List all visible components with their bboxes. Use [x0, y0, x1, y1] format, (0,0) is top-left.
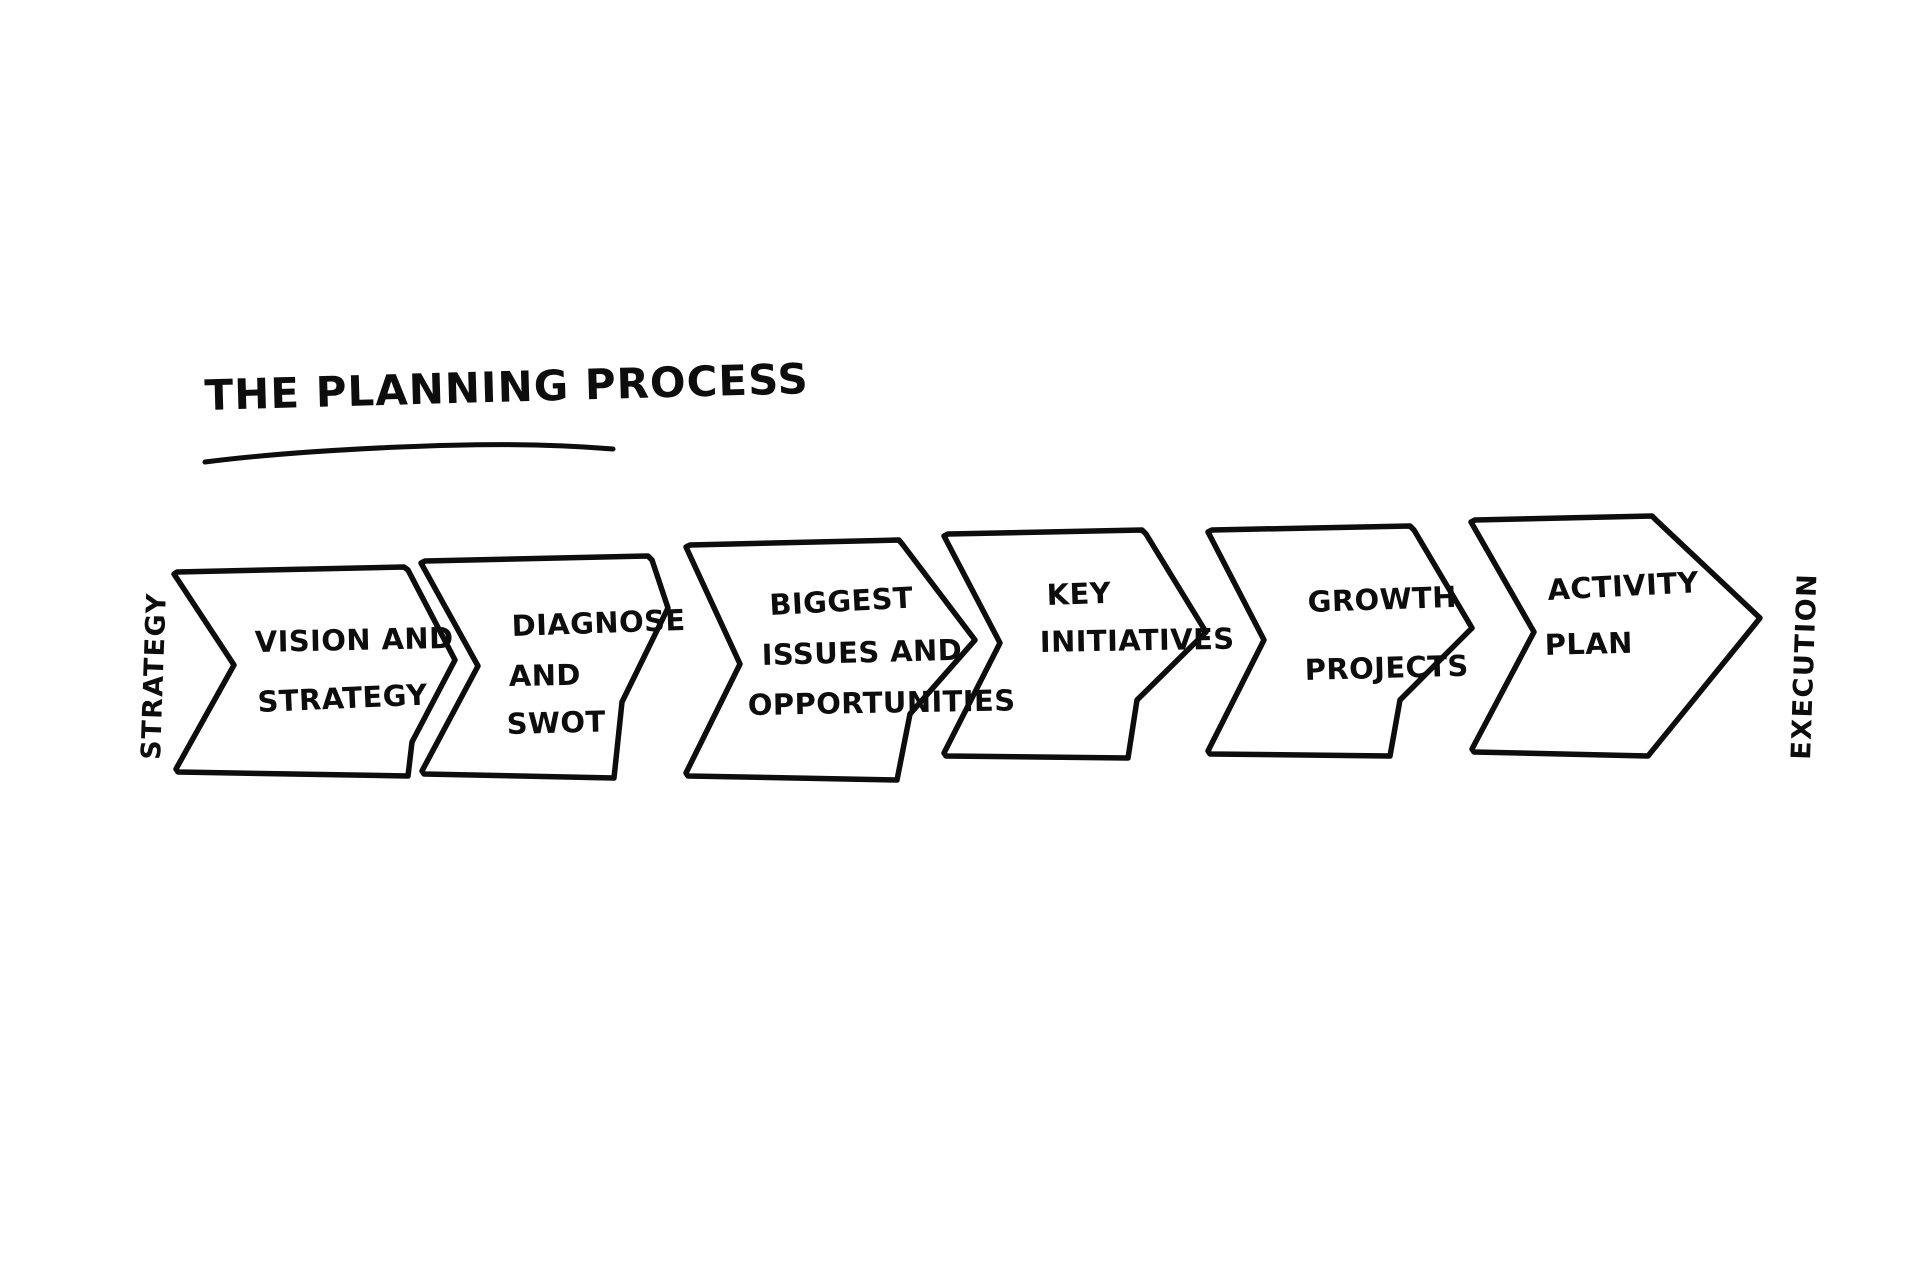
process-step-activity-plan[interactable]: ACTIVITY PLAN [1468, 513, 1763, 759]
step-5-line-2: PROJECTS [1304, 649, 1469, 687]
step-3-line-2: ISSUES AND [761, 633, 962, 672]
chevron-shape-5 [1205, 523, 1475, 759]
step-3-line-1: BIGGEST [769, 581, 914, 622]
chevron-shape-2 [418, 553, 671, 781]
step-2-line-2: AND [509, 658, 582, 693]
process-step-key-initiatives[interactable]: KEY INITIATIVES [941, 527, 1235, 761]
step-2-line-3: SWOT [506, 704, 606, 741]
title-underline [202, 442, 616, 465]
step-4-line-2: INITIATIVES [1040, 622, 1235, 659]
step-1-line-2: STRATEGY [257, 678, 429, 719]
step-2-line-1: DIAGNOSE [511, 603, 686, 643]
process-step-growth-projects[interactable]: GROWTH PROJECTS [1205, 523, 1475, 759]
step-4-line-1: KEY [1046, 576, 1112, 612]
process-step-vision-and-strategy[interactable]: VISION AND STRATEGY [171, 564, 458, 779]
step-6-line-2: PLAN [1544, 626, 1633, 662]
process-step-diagnose-and-swot[interactable]: DIAGNOSE AND SWOT [418, 553, 686, 781]
step-5-line-1: GROWTH [1307, 580, 1457, 619]
chevron-shape-3 [683, 537, 978, 783]
chevron-shape-6 [1468, 513, 1763, 759]
axis-label-execution: EXECUTION [1786, 572, 1824, 760]
axis-label-strategy: STRATEGY [136, 592, 173, 760]
step-1-line-1: VISION AND [254, 621, 453, 659]
chevron-shape-4 [941, 527, 1209, 761]
step-6-line-1: ACTIVITY [1547, 565, 1701, 607]
chevron-shape-1 [171, 564, 458, 779]
